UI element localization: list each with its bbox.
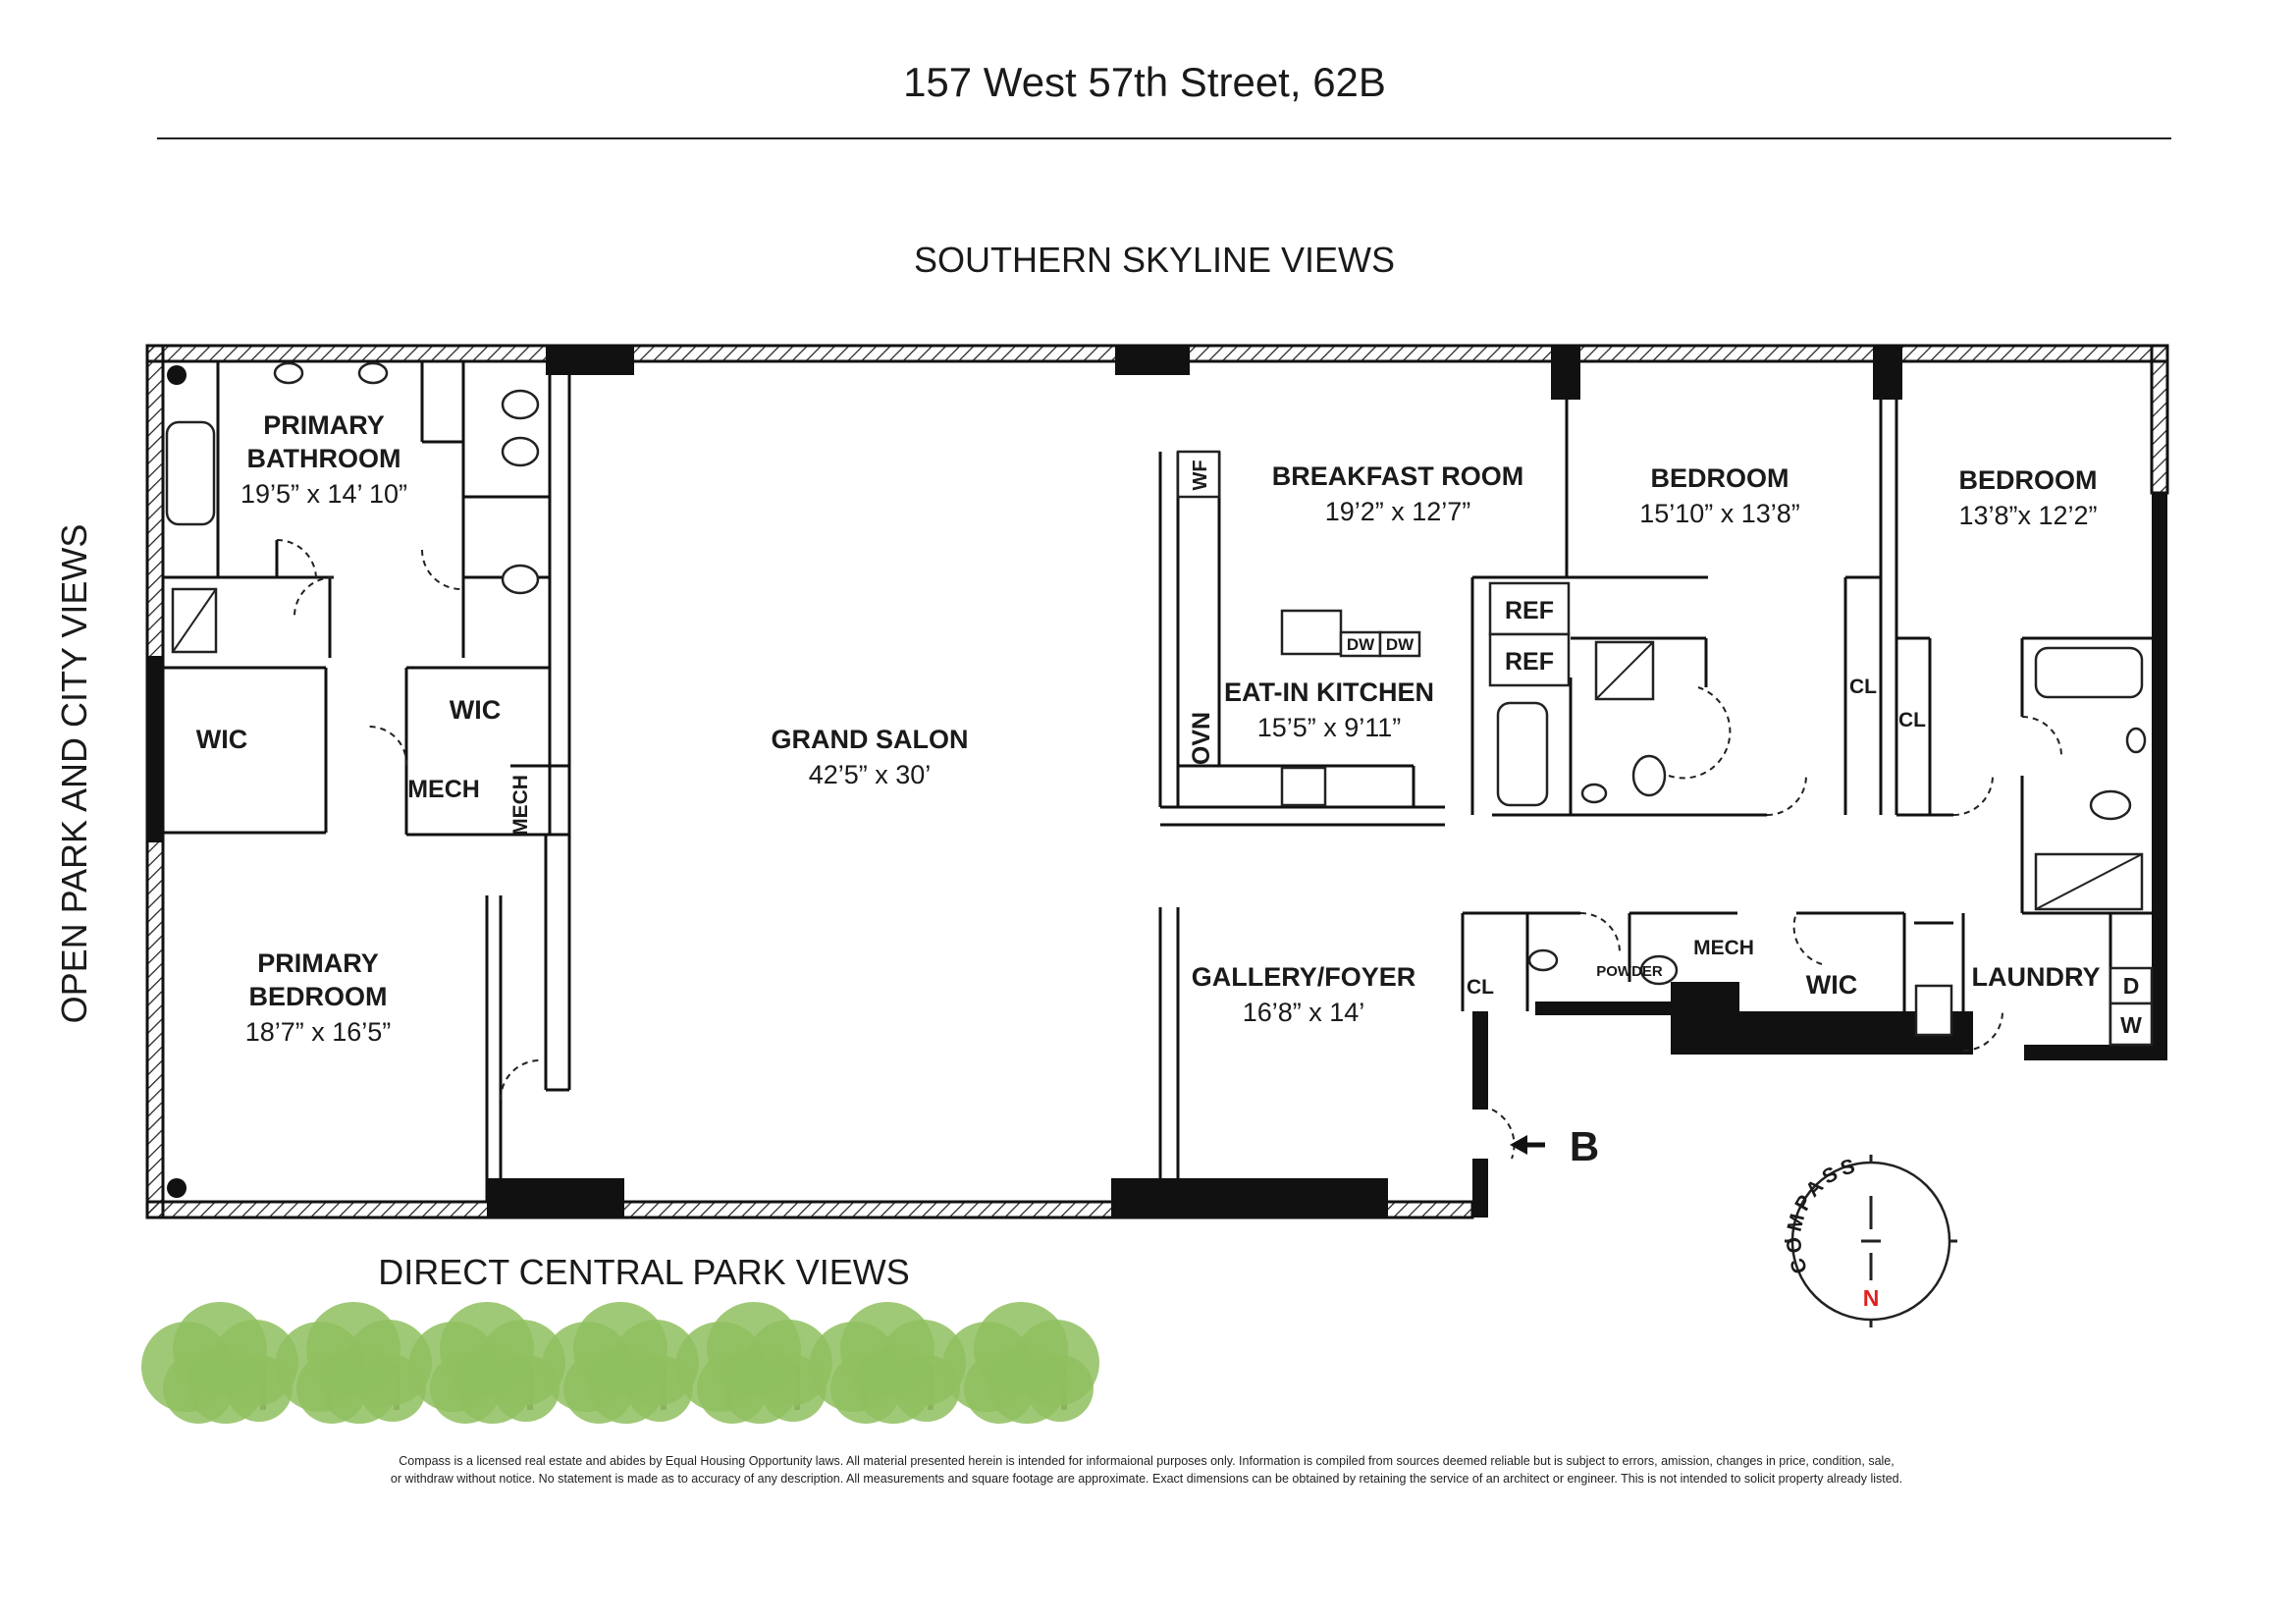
tree-canopy xyxy=(1027,1355,1094,1422)
plumbing-fixtures xyxy=(165,361,2147,1037)
view-label-bottom: DIRECT CENTRAL PARK VIEWS xyxy=(378,1252,909,1292)
entrance-marker: B xyxy=(1510,1123,1599,1169)
room-laundry-name: LAUNDRY xyxy=(1972,962,2101,992)
room-primary-bathroom-name-1: PRIMARY xyxy=(263,410,385,440)
fixture-ovn-label: OVN xyxy=(1188,712,1215,765)
room-kitchen-name: EAT-IN KITCHEN xyxy=(1224,677,1434,707)
fixture-cl2-label: CL xyxy=(1898,709,1926,731)
tree-canopy xyxy=(697,1353,768,1424)
room-mech-a-name: MECH xyxy=(407,776,480,803)
fixture-cl1-label: CL xyxy=(1849,676,1877,698)
disclaimer-line-2: or withdraw without notice. No statement… xyxy=(391,1472,1902,1486)
room-mech-c-name: MECH xyxy=(1693,937,1754,959)
room-bedroom-2-dims: 13’8”x 12’2” xyxy=(1958,501,2097,530)
room-wic-right-name: WIC xyxy=(1806,970,1857,1000)
fixture-wf-label: WF xyxy=(1190,460,1211,490)
room-primary-bedroom-name-2: BEDROOM xyxy=(249,982,388,1011)
room-grand-salon-name: GRAND SALON xyxy=(772,725,969,754)
room-wic-center-name: WIC xyxy=(450,695,501,725)
fixture-labels: WF OVN DW DW REF REF CL CL CL D W xyxy=(1188,460,2142,1038)
tree-canopy xyxy=(430,1353,501,1424)
room-kitchen-dims: 15’5” x 9’11” xyxy=(1257,713,1402,742)
entrance-label: B xyxy=(1570,1123,1599,1169)
fixture-dw2-label: DW xyxy=(1386,635,1415,654)
room-primary-bedroom-name-1: PRIMARY xyxy=(257,948,379,978)
fixture-ref2-label: REF xyxy=(1505,648,1554,676)
room-labels: PRIMARY BATHROOM 19’5” x 14’ 10” WIC WIC… xyxy=(196,410,2101,1047)
tree-canopy xyxy=(964,1353,1035,1424)
view-label-top: SOUTHERN SKYLINE VIEWS xyxy=(914,240,1395,280)
room-bedroom-1-dims: 15’10” x 13’8” xyxy=(1639,499,1800,528)
exterior-walls xyxy=(145,344,2169,1219)
view-label-left: OPEN PARK AND CITY VIEWS xyxy=(54,524,94,1024)
room-gallery-dims: 16’8” x 14’ xyxy=(1243,998,1365,1027)
room-breakfast-name: BREAKFAST ROOM xyxy=(1272,461,1524,491)
fixture-washer-label: W xyxy=(2120,1012,2142,1038)
arrow-left-icon xyxy=(1510,1135,1527,1155)
appliance-boxes xyxy=(1176,450,2154,1047)
room-grand-salon-dims: 42’5” x 30’ xyxy=(809,760,932,789)
interior-walls xyxy=(163,361,2152,1202)
room-mech-b-name: MECH xyxy=(509,775,532,836)
tree-canopy xyxy=(563,1353,634,1424)
tree-canopy xyxy=(830,1353,901,1424)
compass-north-label: N xyxy=(1863,1285,1880,1311)
page-title: 157 West 57th Street, 62B xyxy=(903,59,1386,105)
room-powder-name: POWDER xyxy=(1596,963,1663,980)
compass-rose: COMPASS N xyxy=(1783,1154,1957,1327)
tree-canopy xyxy=(296,1353,367,1424)
fixture-dryer-label: D xyxy=(2123,973,2140,999)
fixture-ref1-label: REF xyxy=(1505,597,1554,624)
room-gallery-name: GALLERY/FOYER xyxy=(1192,962,1416,992)
room-bedroom-2-name: BEDROOM xyxy=(1959,465,2098,495)
fixture-cl3-label: CL xyxy=(1467,976,1494,999)
room-wic-left-name: WIC xyxy=(196,725,247,754)
room-breakfast-dims: 19’2” x 12’7” xyxy=(1325,497,1471,526)
room-primary-bedroom-dims: 18’7” x 16’5” xyxy=(245,1017,392,1047)
fixture-dw1-label: DW xyxy=(1347,635,1375,654)
room-bedroom-1-name: BEDROOM xyxy=(1651,463,1789,493)
tree-row xyxy=(141,1302,1099,1424)
room-primary-bathroom-dims: 19’5” x 14’ 10” xyxy=(240,479,407,509)
door-swings xyxy=(276,538,2062,1160)
room-primary-bathroom-name-2: BATHROOM xyxy=(247,444,401,473)
disclaimer-line-1: Compass is a licensed real estate and ab… xyxy=(399,1454,1894,1468)
tree-canopy xyxy=(163,1353,234,1424)
